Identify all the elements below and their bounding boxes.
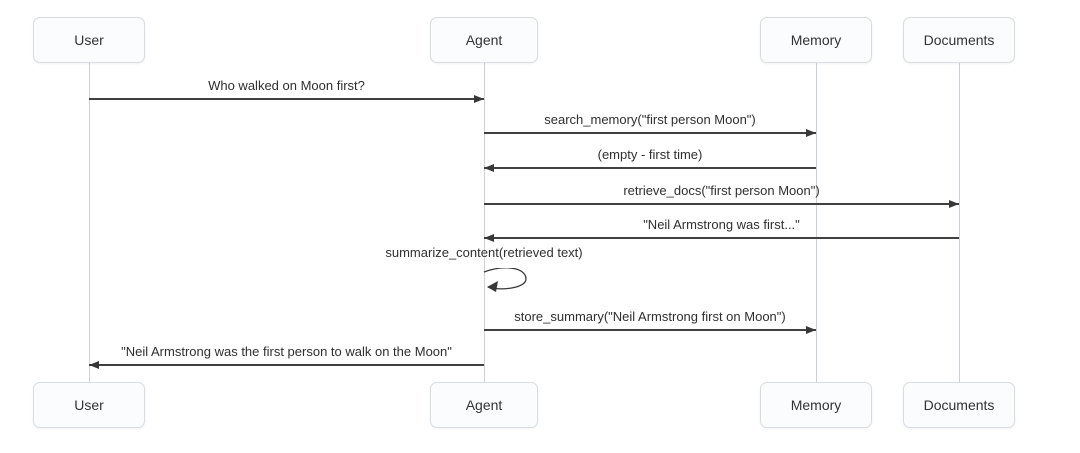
actor-agent-top: Agent (430, 17, 538, 63)
message-7-line (484, 329, 816, 331)
actor-documents-label: Documents (923, 397, 995, 413)
message-3-line (484, 167, 816, 169)
actor-agent-label: Agent (465, 397, 503, 413)
message-1-label: Who walked on Moon first? (208, 78, 365, 93)
message-1-arrowhead-right-icon (474, 95, 484, 103)
message-6-label: summarize_content(retrieved text) (385, 245, 583, 260)
message-5-label: "Neil Armstrong was first..." (643, 217, 800, 232)
message-2-arrowhead-right-icon (806, 129, 816, 137)
actor-agent-bottom: Agent (430, 382, 538, 428)
message-5-line (484, 237, 959, 239)
lifeline-memory (816, 63, 817, 382)
actor-memory-label: Memory (790, 32, 842, 48)
message-4-arrowhead-right-icon (949, 200, 959, 208)
actor-user-label: User (74, 32, 104, 48)
actor-user-bottom: User (33, 382, 145, 428)
actor-memory-top: Memory (760, 17, 872, 63)
message-2-line (484, 132, 816, 134)
message-4-label: retrieve_docs("first person Moon") (623, 183, 820, 198)
message-7-label: store_summary("Neil Armstrong first on M… (514, 309, 786, 324)
message-1-line (89, 98, 484, 100)
message-3-arrowhead-left-icon (484, 164, 494, 172)
message-7-arrowhead-right-icon (806, 326, 816, 334)
actor-documents-top: Documents (903, 17, 1015, 63)
actor-memory-label: Memory (790, 397, 842, 413)
lifeline-agent (484, 63, 485, 382)
actor-documents-bottom: Documents (903, 382, 1015, 428)
actor-documents-label: Documents (923, 32, 995, 48)
lifeline-user (89, 63, 90, 382)
actor-memory-bottom: Memory (760, 382, 872, 428)
message-8-line (89, 364, 484, 366)
message-6-self-loop-arrow-icon (483, 268, 527, 292)
actor-user-label: User (74, 397, 104, 413)
lifeline-documents (959, 63, 960, 382)
message-2-label: search_memory("first person Moon") (544, 112, 756, 127)
message-8-label: "Neil Armstrong was the first person to … (121, 344, 452, 359)
message-8-arrowhead-left-icon (89, 361, 99, 369)
message-3-label: (empty - first time) (597, 147, 703, 162)
actor-user-top: User (33, 17, 145, 63)
actor-agent-label: Agent (465, 32, 503, 48)
message-4-line (484, 203, 959, 205)
message-5-arrowhead-left-icon (484, 234, 494, 242)
